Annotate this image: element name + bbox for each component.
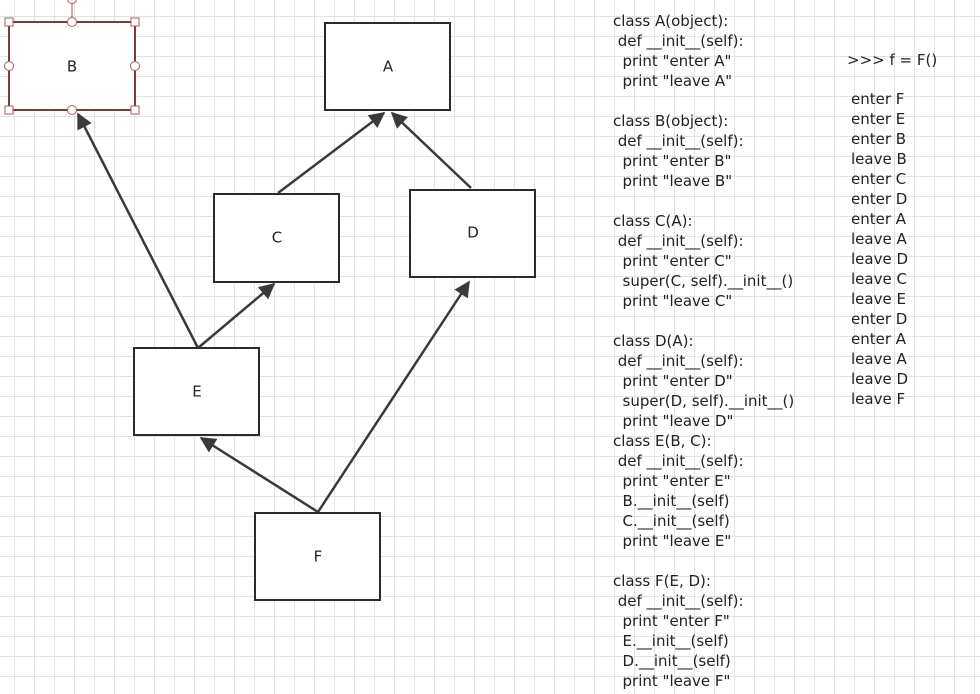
code-line: print "enter D" bbox=[613, 372, 733, 390]
output-line: enter C bbox=[851, 170, 907, 188]
code-line: D.__init__(self) bbox=[613, 652, 731, 670]
code-line: C.__init__(self) bbox=[613, 512, 730, 530]
code-line: def __init__(self): bbox=[613, 132, 744, 150]
code-line: print "leave B" bbox=[613, 172, 733, 190]
code-line bbox=[613, 311, 794, 331]
edge-d-to-a[interactable] bbox=[390, 111, 472, 189]
code-line bbox=[613, 191, 794, 211]
code-line: print "enter B" bbox=[613, 152, 732, 170]
resize-handle-bottom-left[interactable] bbox=[4, 105, 14, 115]
output-line: enter A bbox=[851, 210, 907, 228]
code-line: class D(A): bbox=[613, 332, 694, 350]
node-d-label: D bbox=[467, 224, 479, 242]
code-line: class B(object): bbox=[613, 112, 729, 130]
code-line: def __init__(self): bbox=[613, 352, 744, 370]
edge-c-to-a[interactable] bbox=[277, 112, 386, 194]
code-line: B.__init__(self) bbox=[613, 492, 730, 510]
code-line: def __init__(self): bbox=[613, 592, 744, 610]
code-line: class E(B, C): bbox=[613, 432, 712, 450]
code-line: print "leave C" bbox=[613, 292, 733, 310]
output-line: leave C bbox=[851, 270, 907, 288]
edge-f-to-d[interactable] bbox=[316, 280, 471, 513]
code-line: print "leave A" bbox=[613, 72, 733, 90]
code-line: super(C, self).__init__() bbox=[613, 272, 794, 290]
node-b-label: B bbox=[67, 58, 77, 76]
node-f[interactable]: F bbox=[254, 512, 381, 601]
resize-handle-bottom-right[interactable] bbox=[130, 105, 140, 115]
code-line: def __init__(self): bbox=[613, 452, 744, 470]
node-b-selected[interactable]: B bbox=[4, 0, 140, 115]
resize-handle-top-left[interactable] bbox=[4, 17, 14, 27]
edge-e-to-b[interactable] bbox=[76, 112, 200, 349]
resize-handle-left[interactable] bbox=[4, 61, 14, 71]
node-e-label: E bbox=[192, 383, 201, 401]
code-line: class F(E, D): bbox=[613, 572, 711, 590]
node-e[interactable]: E bbox=[133, 347, 260, 436]
edge-f-to-e[interactable] bbox=[199, 436, 319, 514]
code-line: print "leave F" bbox=[613, 672, 731, 690]
output-line: leave A bbox=[851, 350, 907, 368]
output-line: leave F bbox=[851, 390, 906, 408]
interpreter-output: enter F enter E enter B leave B enter C enter… bbox=[851, 89, 908, 409]
interpreter-prompt: >>> f = F() bbox=[847, 51, 938, 69]
code-line: print "enter F" bbox=[613, 612, 730, 630]
resize-handle-right[interactable] bbox=[130, 61, 140, 71]
edge-e-to-c[interactable] bbox=[197, 282, 276, 349]
python-code-listing: class A(object): def __init__(self): pri… bbox=[613, 11, 794, 691]
node-a-label: A bbox=[383, 58, 394, 76]
rotation-handle[interactable] bbox=[67, 0, 77, 4]
node-d[interactable]: D bbox=[409, 189, 536, 278]
output-line: leave E bbox=[851, 290, 906, 308]
output-line: enter F bbox=[851, 90, 905, 108]
code-line: class A(object): bbox=[613, 12, 729, 30]
output-line: leave D bbox=[851, 370, 909, 388]
output-line: enter E bbox=[851, 110, 906, 128]
code-line: print "enter C" bbox=[613, 252, 732, 270]
node-c[interactable]: C bbox=[213, 193, 340, 283]
node-a[interactable]: A bbox=[324, 22, 451, 111]
resize-handle-top-right[interactable] bbox=[130, 17, 140, 27]
code-line: print "enter A" bbox=[613, 52, 732, 70]
code-line: class C(A): bbox=[613, 212, 693, 230]
code-line: print "enter E" bbox=[613, 472, 731, 490]
code-line: print "leave E" bbox=[613, 532, 732, 550]
node-f-label: F bbox=[314, 548, 323, 566]
node-c-label: C bbox=[272, 229, 282, 247]
resize-handle-bottom[interactable] bbox=[67, 105, 77, 115]
resize-handle-top[interactable] bbox=[67, 17, 77, 27]
code-line bbox=[613, 91, 794, 111]
code-line bbox=[613, 551, 794, 571]
output-line: enter D bbox=[851, 190, 908, 208]
code-line: super(D, self).__init__() bbox=[613, 392, 795, 410]
code-line: def __init__(self): bbox=[613, 32, 744, 50]
output-line: leave A bbox=[851, 230, 907, 248]
output-line: leave B bbox=[851, 150, 907, 168]
output-line: enter D bbox=[851, 310, 908, 328]
code-line: print "leave D" bbox=[613, 412, 734, 430]
code-line: def __init__(self): bbox=[613, 232, 744, 250]
output-line: enter A bbox=[851, 330, 907, 348]
code-line: E.__init__(self) bbox=[613, 632, 729, 650]
output-line: leave D bbox=[851, 250, 909, 268]
output-line: enter B bbox=[851, 130, 907, 148]
